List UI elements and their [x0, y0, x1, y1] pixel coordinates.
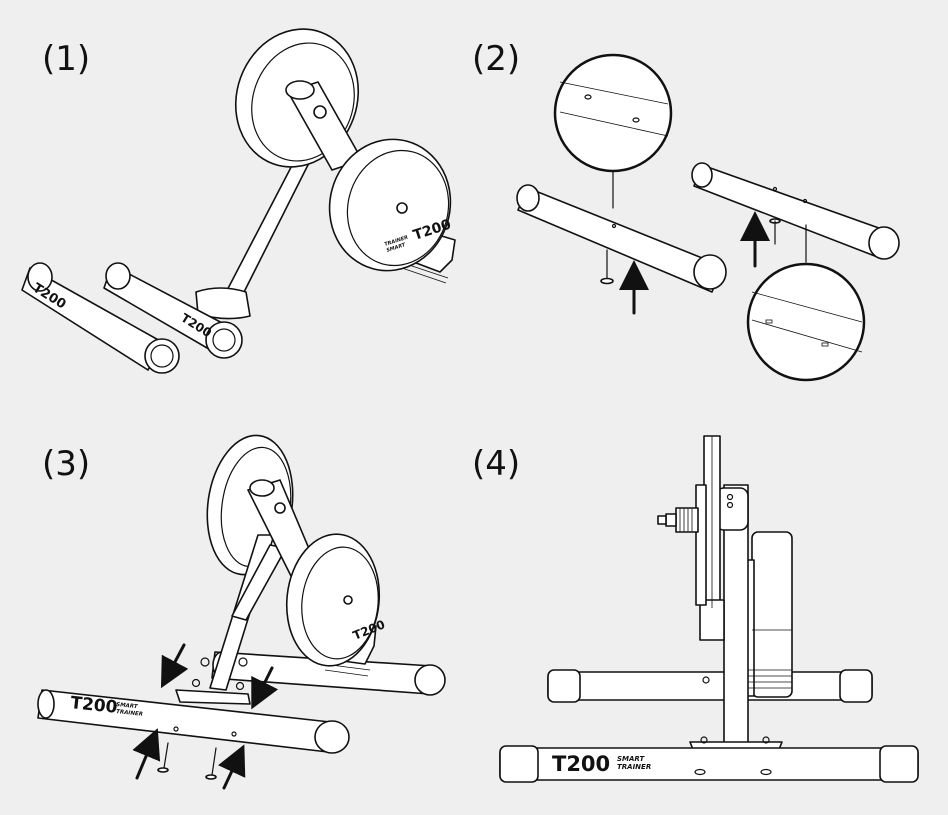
step-3-front-tube-brand: T200 — [69, 693, 118, 718]
step-4-front-tube: T200 SMART TRAINER — [499, 745, 919, 783]
step-3-label: (3) — [42, 444, 90, 484]
step-1-foot-tube-left: T200 — [21, 262, 180, 374]
step-2-label: (2) — [472, 39, 520, 79]
step-1-flywheel-sub-2: SMART — [386, 242, 407, 254]
step-1-flywheel: T200 TRAINER SMART — [328, 138, 456, 284]
step-3-front-tube: T200 SMART TRAINER — [37, 689, 350, 754]
step-1-frame-leg — [195, 144, 319, 320]
step-3-front-tube-sub-1: SMART — [116, 702, 139, 710]
step-1-foot-tube-right: T200 — [103, 262, 243, 359]
step-3-rear-tube — [200, 651, 446, 696]
step-1-upright — [285, 80, 363, 171]
step-4-front-tube-sub-2: TRAINER — [617, 763, 651, 771]
step-4-front-tube-sub-1: SMART — [617, 755, 646, 763]
step-2-magnifier-top — [553, 53, 673, 209]
step-2-bolt-left — [600, 249, 614, 285]
step-3-arrow-up-right — [218, 744, 246, 790]
step-4-flywheel-housing — [743, 531, 793, 698]
step-3-bolt-left — [157, 742, 169, 773]
step-4-label: (4) — [472, 444, 520, 484]
step-3-panel: (3) — [37, 434, 446, 790]
step-3-arrow-down-right — [251, 666, 279, 710]
step-3-arrow-down-left — [160, 643, 189, 689]
step-3-bolt-right — [205, 747, 217, 780]
step-2-bolt-right — [769, 218, 781, 245]
step-4-upright — [715, 484, 749, 746]
step-3-arrow-up-left — [132, 728, 161, 780]
step-4-rear-tube — [547, 669, 873, 703]
step-4-disc — [695, 435, 725, 641]
step-1-panel: (1) T200 TRAINER SMART — [21, 28, 456, 374]
step-2-magnifier-bottom — [746, 262, 866, 382]
step-4-panel: (4) — [472, 435, 919, 783]
step-2-foot-tube-left — [516, 184, 727, 293]
step-2-foot-tube-right — [691, 162, 900, 263]
step-3-front-tube-sub-2: TRAINER — [116, 709, 143, 718]
step-4-cassette — [657, 507, 699, 533]
step-1-label: (1) — [42, 39, 90, 79]
step-4-front-tube-brand: T200 — [552, 752, 610, 776]
step-2-panel: (2) — [472, 39, 900, 382]
step-3-flywheel: T200 — [285, 533, 387, 677]
step-3-foot-plate — [175, 678, 251, 705]
